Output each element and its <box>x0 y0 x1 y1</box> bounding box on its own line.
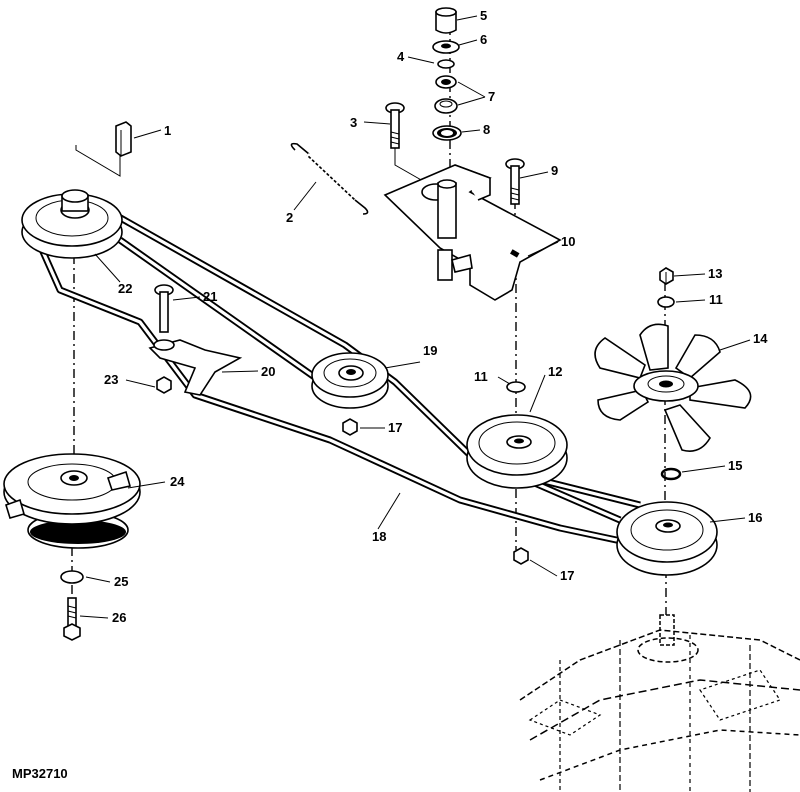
nut-13 <box>659 267 674 285</box>
callout-1: 1 <box>164 123 171 138</box>
callout-21: 21 <box>203 289 217 304</box>
callout-17-b: 17 <box>560 568 574 583</box>
belt-18 <box>36 243 641 549</box>
washer-11-top <box>657 296 675 308</box>
nut-23 <box>156 376 172 394</box>
callout-8: 8 <box>483 122 490 137</box>
callout-26: 26 <box>112 610 126 625</box>
cap-screw-26 <box>63 597 81 641</box>
transaxle-housing <box>519 614 800 792</box>
belt-guide <box>148 339 243 396</box>
callout-25: 25 <box>114 574 128 589</box>
callout-14: 14 <box>753 331 768 346</box>
leader-lines <box>79 15 751 619</box>
callout-7: 7 <box>488 89 495 104</box>
callout-15: 15 <box>728 458 742 473</box>
callout-10: 10 <box>561 234 575 249</box>
callout-numbers: 1 2 3 4 5 6 7 8 9 10 11 11 12 13 14 15 1… <box>104 8 768 625</box>
callout-16: 16 <box>748 510 762 525</box>
key-part <box>115 121 132 157</box>
gearbox-pulley <box>616 501 718 576</box>
callout-9: 9 <box>551 163 558 178</box>
callout-17-a: 17 <box>388 420 402 435</box>
retaining-ring <box>660 467 682 481</box>
engine-pulley <box>21 189 123 259</box>
callout-19: 19 <box>423 343 437 358</box>
tension-spring <box>290 142 369 215</box>
callout-24: 24 <box>170 474 185 489</box>
callout-6: 6 <box>480 32 487 47</box>
carriage-bolt-21 <box>154 284 174 333</box>
carriage-bolt-3 <box>385 102 405 149</box>
washer-25 <box>60 570 84 584</box>
callout-4: 4 <box>397 49 405 64</box>
callout-18: 18 <box>372 529 386 544</box>
callout-22: 22 <box>118 281 132 296</box>
nut-17-b <box>513 547 529 565</box>
callout-12: 12 <box>548 364 562 379</box>
callout-2: 2 <box>286 210 293 225</box>
pivot-stack <box>432 7 462 141</box>
washer-11-middle <box>506 381 526 393</box>
cooling-fan <box>594 323 752 452</box>
callout-23: 23 <box>104 372 118 387</box>
callout-5: 5 <box>480 8 487 23</box>
callout-11-middle: 11 <box>474 369 488 384</box>
idler-arm <box>383 164 562 301</box>
pto-clutch <box>3 453 141 549</box>
idler-pulley-12 <box>466 414 568 489</box>
callout-11-top: 11 <box>709 292 723 307</box>
callout-20: 20 <box>261 364 275 379</box>
figure-reference-code: MP32710 <box>12 766 68 781</box>
callout-13: 13 <box>708 266 722 281</box>
nut-17-a <box>342 418 358 436</box>
idler-pulley-19 <box>311 352 389 409</box>
callout-3: 3 <box>350 115 357 130</box>
carriage-bolt-9 <box>505 158 525 205</box>
